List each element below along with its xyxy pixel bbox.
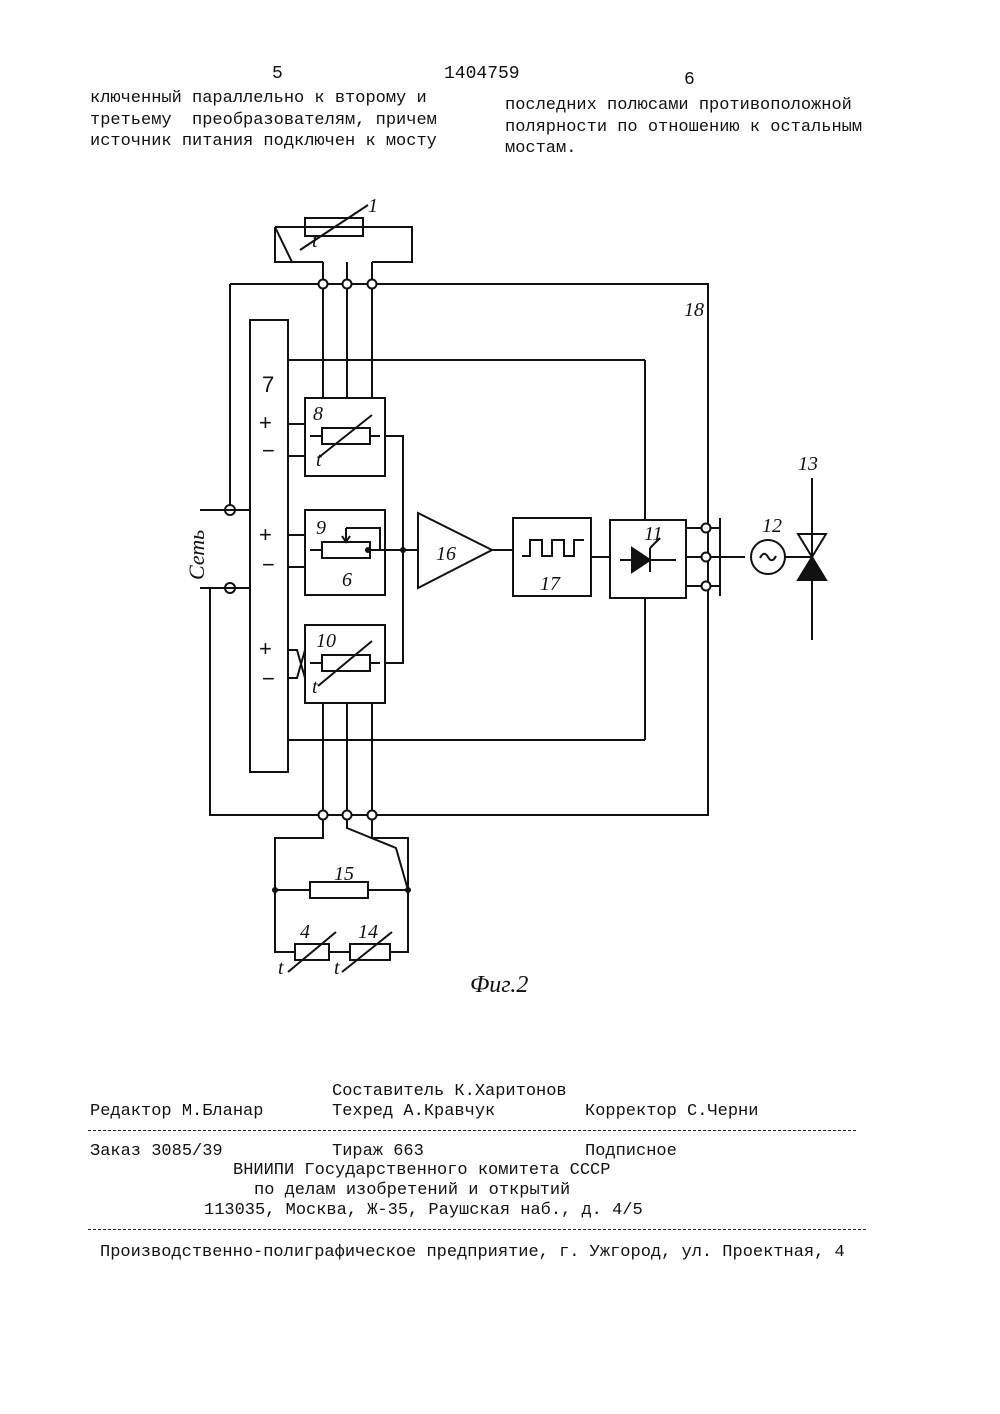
label-18: 18 [684,299,704,321]
label-net: Сеть [184,530,209,580]
svg-text:−: − [262,438,275,463]
org-line-1: ВНИИПИ Государственного комитета СССР [233,1160,610,1182]
label-15: 15 [334,863,354,885]
label-14: 14 [358,921,378,943]
printer: Производственно-полиграфическое предприя… [100,1242,845,1264]
figure-caption: Фиг.2 [470,972,528,998]
order: Заказ 3085/39 [90,1141,223,1163]
label-11: 11 [644,523,663,545]
label-6: 6 [342,569,352,591]
label-9: 9 [316,517,326,539]
label-13: 13 [798,453,818,475]
label-t: t [278,957,284,979]
svg-text:+: + [259,410,272,435]
address: 113035, Москва, Ж-35, Раушская наб., д. … [204,1200,643,1222]
label-t: t [312,230,318,252]
label-t: t [334,957,340,979]
editor: Редактор М.Бланар [90,1101,263,1123]
divider [88,1229,866,1230]
divider [88,1130,856,1131]
label-t: t [316,449,322,471]
org-line-2: по делам изобретений и открытий [254,1180,570,1202]
svg-text:−: − [262,666,275,691]
svg-text:+: + [259,522,272,547]
label-16: 16 [436,543,456,565]
label-10: 10 [316,630,336,652]
corrector: Корректор С.Черни [585,1101,758,1123]
label-4: 4 [300,921,310,943]
label-1: 1 [368,195,378,217]
svg-text:+: + [259,636,272,661]
label-12: 12 [762,515,782,537]
svg-text:−: − [262,552,275,577]
label-17: 17 [540,573,561,595]
label-7: 7 [262,372,274,397]
label-8: 8 [313,403,323,425]
compiler: Составитель К.Харитонов [332,1081,567,1103]
label-t: t [312,676,318,698]
techred: Техред А.Кравчук [332,1101,495,1123]
